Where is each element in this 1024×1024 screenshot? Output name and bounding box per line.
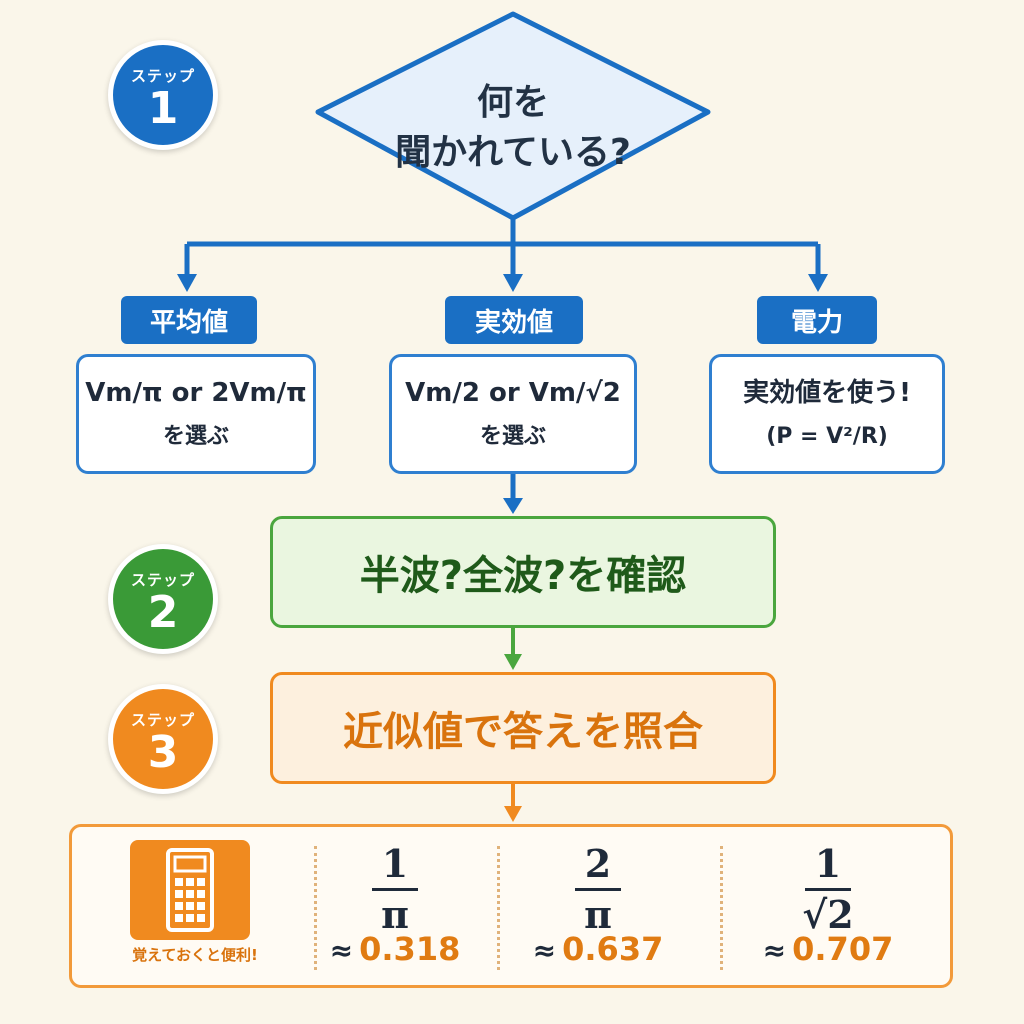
question-text: 何を 聞かれている? <box>330 58 696 198</box>
approx-symbol: ≈ <box>762 934 787 967</box>
step-1-label: ステップ <box>130 66 195 85</box>
average-formula: Vm/π or 2Vm/π <box>85 378 307 408</box>
category-average-label: 平均値 <box>121 296 257 344</box>
rms-card: Vm/2 or Vm/√2 を選ぶ <box>389 354 637 474</box>
approx-value: ≈0.707 <box>738 930 918 968</box>
average-note: を選ぶ <box>162 424 229 449</box>
fraction-denominator: π <box>584 892 612 937</box>
divider <box>314 846 317 970</box>
power-card: 実効値を使う! (P = V²/R) <box>709 354 945 474</box>
approx-number: 0.707 <box>792 930 894 968</box>
fraction-denominator: √2 <box>802 892 854 937</box>
divider <box>497 846 500 970</box>
approx-number: 0.318 <box>359 930 461 968</box>
fraction-1-over-root2: 1 √2 <box>768 842 888 937</box>
power-note: (P = V²/R) <box>766 424 888 449</box>
step-2-number: 2 <box>147 586 179 638</box>
step-2-box: 半波?全波?を確認 <box>270 516 776 628</box>
question-line-1: 何を <box>476 82 549 123</box>
fraction-2-over-pi: 2 π <box>538 842 658 937</box>
divider <box>720 846 723 970</box>
step-3-box: 近似値で答えを照合 <box>270 672 776 784</box>
average-card: Vm/π or 2Vm/π を選ぶ <box>76 354 316 474</box>
rms-formula: Vm/2 or Vm/√2 <box>405 378 621 408</box>
approx-value: ≈0.637 <box>508 930 688 968</box>
question-line-2: 聞かれている? <box>395 132 631 173</box>
reference-note: 覚えておくと便利! <box>132 946 258 964</box>
approx-value: ≈0.318 <box>305 930 485 968</box>
step-1-number: 1 <box>147 82 179 134</box>
approx-symbol: ≈ <box>532 934 557 967</box>
fraction-numerator: 2 <box>584 841 612 886</box>
step-3-badge: ステップ 3 <box>108 684 218 794</box>
power-formula: 実効値を使う! <box>743 378 911 408</box>
calculator-icon <box>130 840 250 940</box>
category-rms-label: 実効値 <box>445 296 583 344</box>
category-power-label: 電力 <box>757 296 877 344</box>
step-1-badge: ステップ 1 <box>108 40 218 150</box>
approx-symbol: ≈ <box>329 934 354 967</box>
step-2-badge: ステップ 2 <box>108 544 218 654</box>
branch-arrows <box>184 218 821 276</box>
step-3-label: ステップ <box>130 710 195 729</box>
fraction-numerator: 1 <box>814 841 842 886</box>
step-3-number: 3 <box>147 726 179 778</box>
fraction-denominator: π <box>381 892 409 937</box>
fraction-1-over-pi: 1 π <box>335 842 455 937</box>
fraction-numerator: 1 <box>381 841 409 886</box>
step-2-label: ステップ <box>130 570 195 589</box>
approx-number: 0.637 <box>562 930 664 968</box>
rms-note: を選ぶ <box>479 424 546 449</box>
